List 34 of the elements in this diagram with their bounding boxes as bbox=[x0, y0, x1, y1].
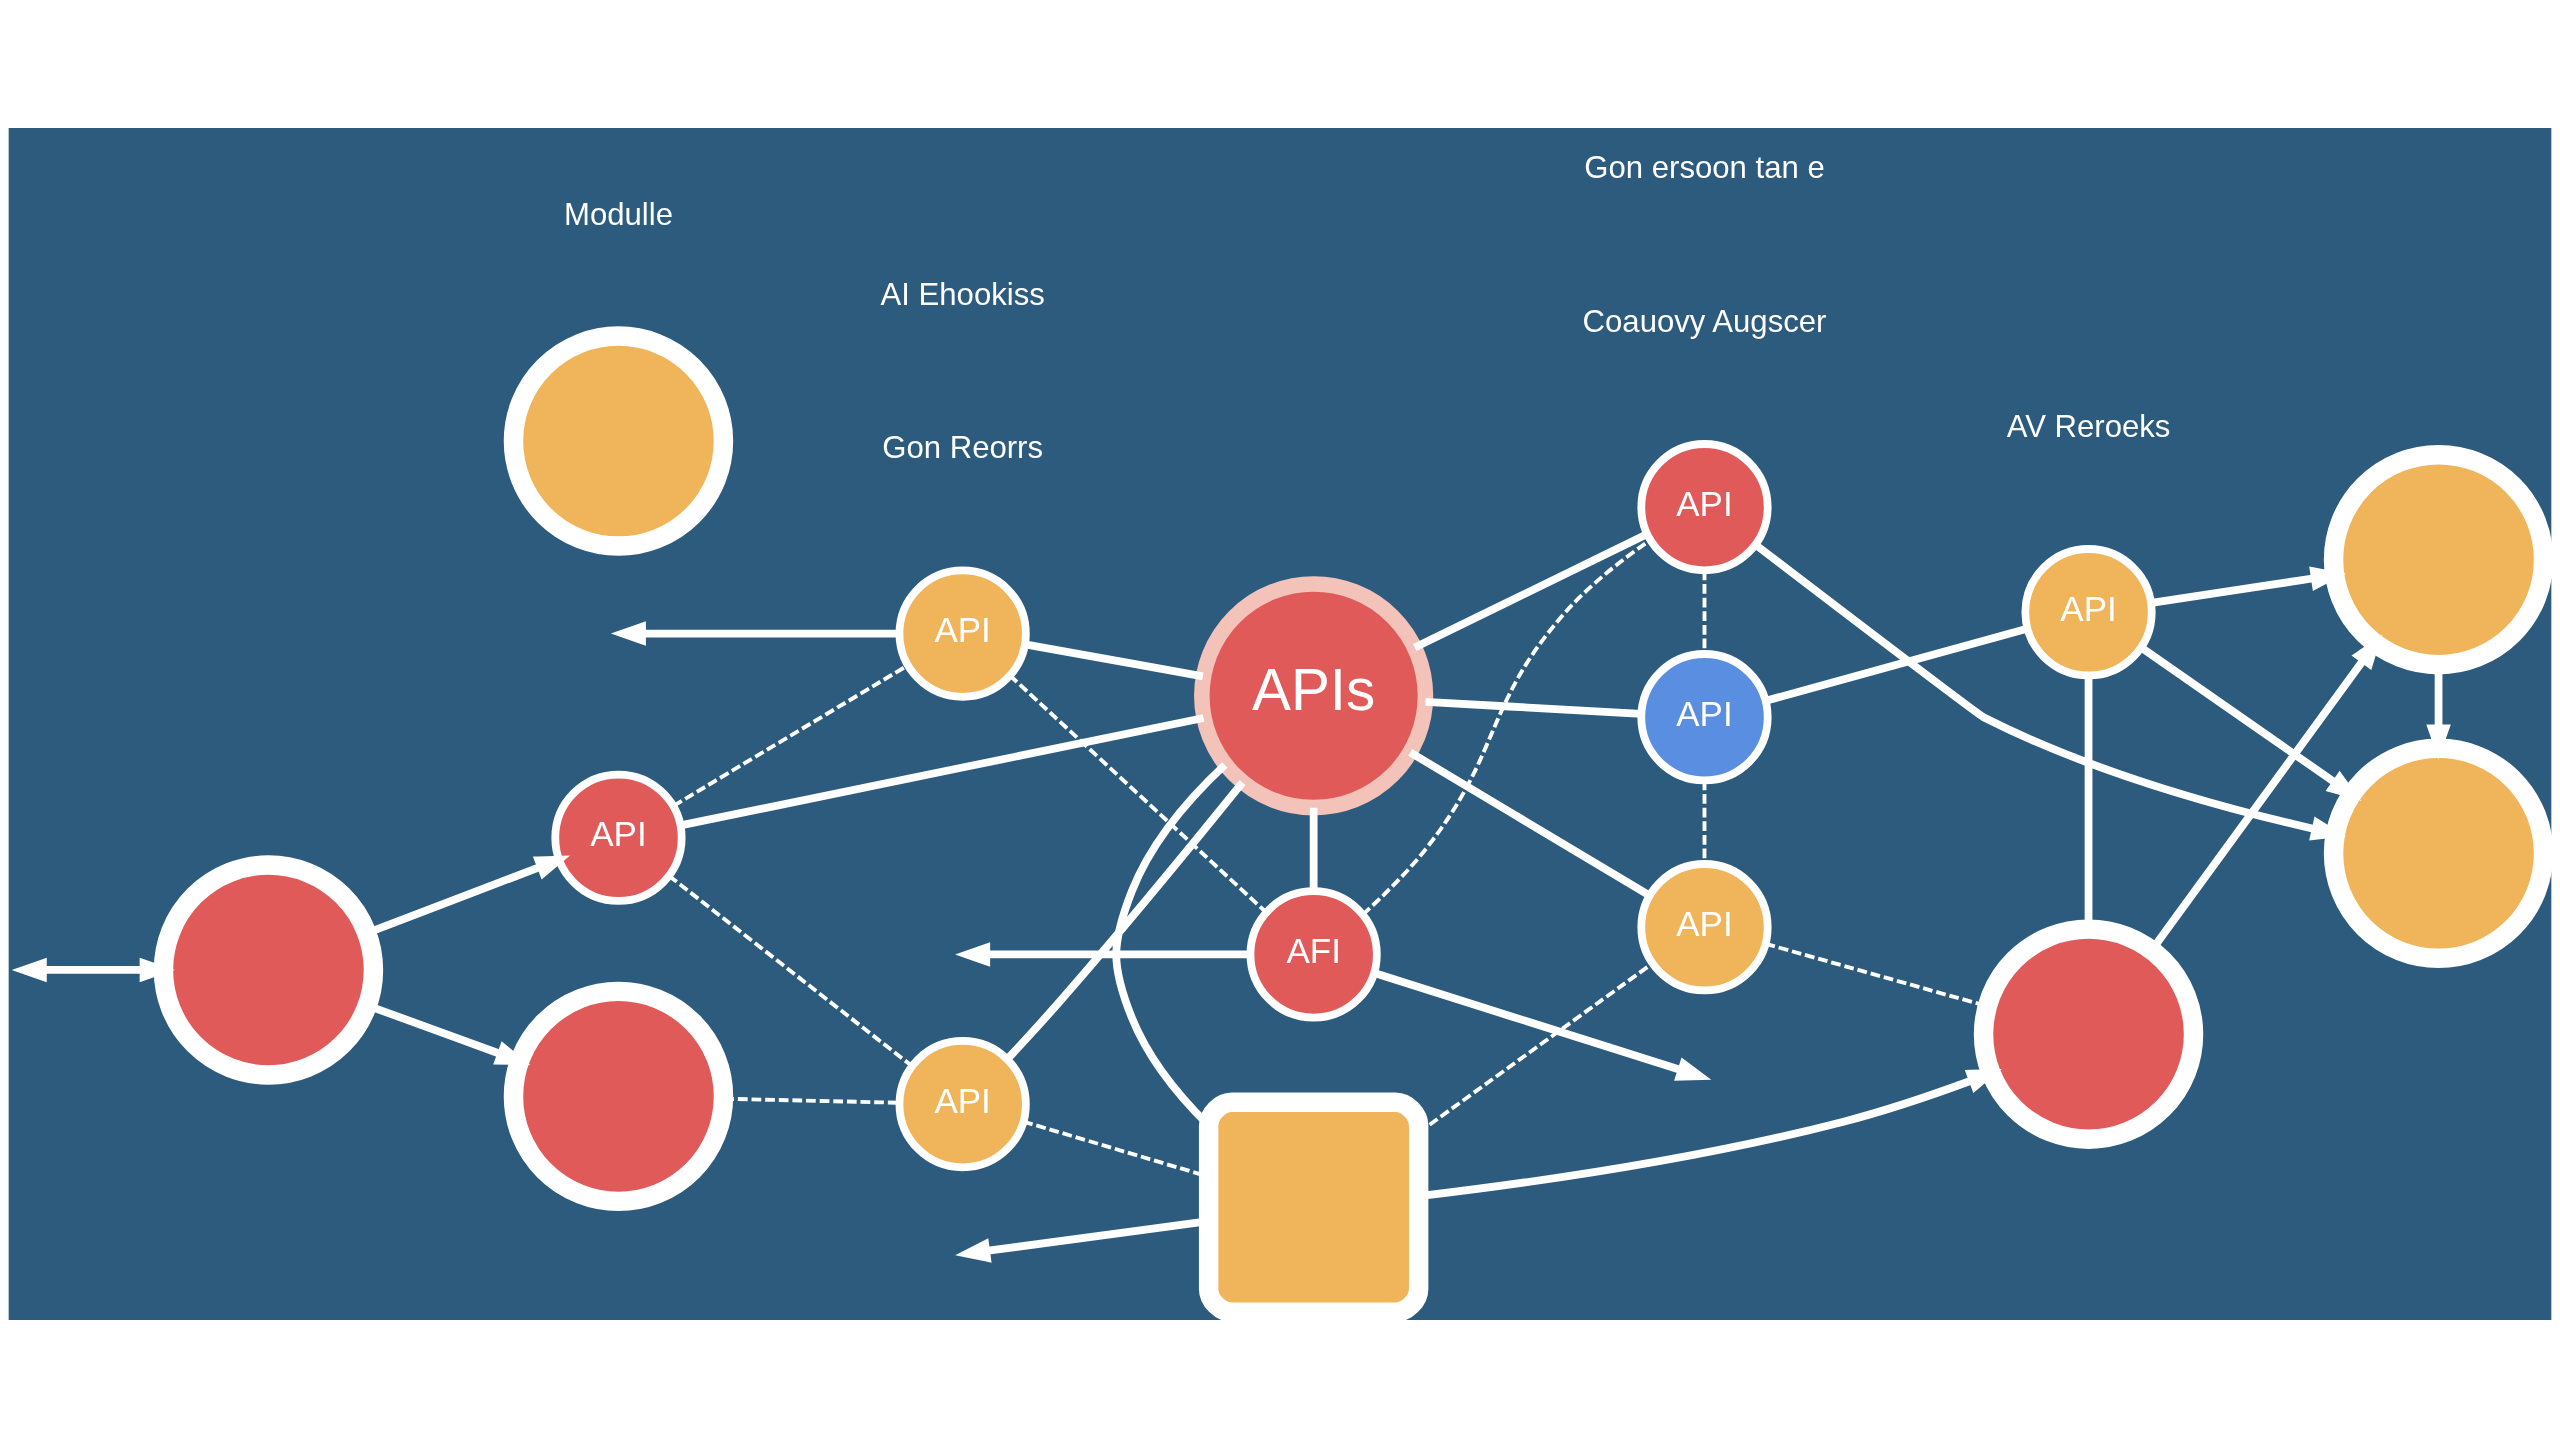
node-circle: API bbox=[551, 770, 686, 905]
node-circle: APIs bbox=[1194, 575, 1434, 815]
connector bbox=[1004, 779, 1246, 1062]
arrow bbox=[2150, 566, 2346, 607]
arrow bbox=[11, 957, 175, 982]
node-circle: API bbox=[2021, 544, 2156, 679]
node-circle: API bbox=[1637, 439, 1772, 574]
label: Gon Reorrs bbox=[882, 429, 1044, 465]
label: Gon ersoon tan e bbox=[1584, 149, 1825, 185]
label: Coauovy Augscer bbox=[1582, 303, 1827, 339]
label: AV Reroeks bbox=[2006, 408, 2171, 444]
connector bbox=[667, 873, 914, 1068]
node-box bbox=[1198, 1092, 1429, 1320]
label: AI Ehookiss bbox=[880, 276, 1045, 312]
node-circle: API bbox=[895, 1036, 1030, 1171]
node-circle bbox=[503, 325, 734, 556]
arrow bbox=[2139, 644, 2362, 801]
arrow bbox=[1373, 968, 1712, 1081]
label: Modulle bbox=[563, 196, 673, 232]
node-circle bbox=[2323, 444, 2552, 674]
connector bbox=[1008, 673, 1268, 914]
node-circle bbox=[1973, 918, 2204, 1149]
connector bbox=[1408, 748, 1652, 899]
node-circle: API bbox=[1637, 859, 1772, 994]
connector bbox=[1309, 807, 1318, 891]
connector bbox=[1413, 530, 1649, 651]
node-circle: API bbox=[1637, 649, 1772, 784]
node-circle bbox=[503, 981, 734, 1211]
node-circle: AFI bbox=[1246, 886, 1381, 1021]
connector bbox=[1425, 697, 1642, 718]
node-circle bbox=[153, 854, 384, 1085]
arrow bbox=[610, 620, 899, 646]
arrow bbox=[1753, 541, 2347, 840]
node-circle: API bbox=[895, 566, 1030, 701]
